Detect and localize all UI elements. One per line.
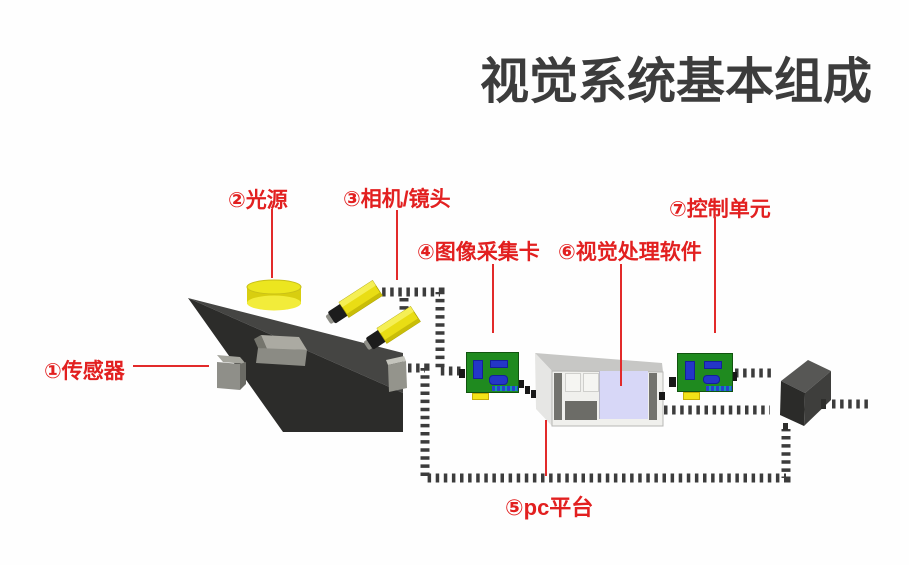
connector-board1-pc-3	[531, 390, 536, 398]
control-box-front-face	[780, 381, 805, 426]
light-top-face	[246, 279, 302, 295]
leader-line-pc-platform	[545, 420, 547, 476]
label-capture-card: ④图像采集卡	[417, 241, 540, 264]
belt-end-plate	[386, 356, 407, 392]
control-unit-chip-3	[703, 375, 720, 384]
product-top-face	[261, 335, 307, 350]
plate-top-edge	[386, 356, 406, 365]
connector-board1-pc-2	[525, 386, 530, 394]
pc-top-face	[535, 353, 663, 372]
camera-2-shade	[384, 318, 421, 344]
leader-line-capture-card	[492, 264, 494, 333]
camera-1	[326, 279, 383, 324]
cable-connectors	[459, 369, 737, 400]
capture-card-chip-1	[473, 360, 483, 379]
capture-card-chip-2	[490, 360, 508, 368]
camera-1-highlight	[339, 280, 376, 308]
label-control-unit: ⑦控制单元	[669, 198, 771, 221]
pc-drive-slot-1	[565, 373, 581, 392]
connector-board1-pc-1	[518, 380, 524, 388]
camera-2	[364, 305, 421, 350]
control-unit-chip-2	[704, 361, 722, 369]
sensor-front-face	[217, 362, 240, 390]
sensor-top-face	[217, 355, 246, 364]
connector-board1-left	[459, 369, 465, 378]
product-box	[254, 335, 307, 366]
pc-drive-slot-2	[583, 373, 599, 392]
leader-line-camera	[396, 210, 398, 280]
product-front-face	[256, 348, 307, 366]
light-source	[246, 279, 302, 311]
capture-card-chip-3	[489, 375, 508, 385]
leader-line-light-source	[271, 209, 273, 278]
control-unit-edge-connector	[683, 392, 700, 400]
leader-line-sensor	[133, 365, 209, 367]
label-vision-software: ⑥视觉处理软件	[558, 241, 702, 264]
pc-right-vent-strip	[649, 373, 657, 420]
label-camera-lens: ③相机/镜头	[343, 188, 451, 211]
control-box-top-face	[781, 360, 831, 393]
camera-1-shade	[346, 292, 383, 318]
connector-board2-right	[730, 372, 737, 381]
control-box-foot-right	[821, 399, 826, 409]
pc-software-screen	[599, 371, 648, 419]
sensor-box	[217, 355, 246, 390]
connector-pc-right	[659, 392, 665, 400]
cable-belt-to-control-box	[408, 363, 791, 483]
capture-card-pads	[492, 386, 518, 391]
pc-left-vent-strip	[554, 373, 562, 420]
control-unit-board	[677, 353, 733, 392]
plate-front-face	[388, 361, 407, 392]
pc-left-face	[535, 353, 552, 426]
control-unit-pads	[706, 386, 732, 391]
page-title: 视觉系统基本组成	[480, 55, 873, 109]
label-sensor: ①传感器	[44, 360, 125, 383]
capture-card-board	[466, 352, 519, 393]
control-unit-chip-1	[685, 361, 695, 380]
sensor-right-face	[240, 362, 246, 390]
product-left-face	[254, 335, 267, 349]
control-box-right-face	[804, 371, 831, 426]
leader-line-vision-software	[620, 264, 622, 386]
control-box-foot-left	[783, 423, 788, 430]
cable-camera-to-capture-card	[374, 287, 464, 376]
leader-line-control-unit	[714, 217, 716, 333]
camera-2-highlight	[377, 306, 414, 334]
label-pc-platform: ⑤pc平台	[505, 495, 594, 520]
light-bottom-rim	[247, 295, 301, 311]
capture-card-edge-connector	[472, 393, 489, 400]
label-light-source: ②光源	[228, 189, 288, 212]
control-box	[780, 360, 831, 430]
dotted-cables	[374, 287, 868, 483]
connector-board2-left	[669, 377, 676, 387]
pc-drive-bay	[565, 401, 597, 420]
